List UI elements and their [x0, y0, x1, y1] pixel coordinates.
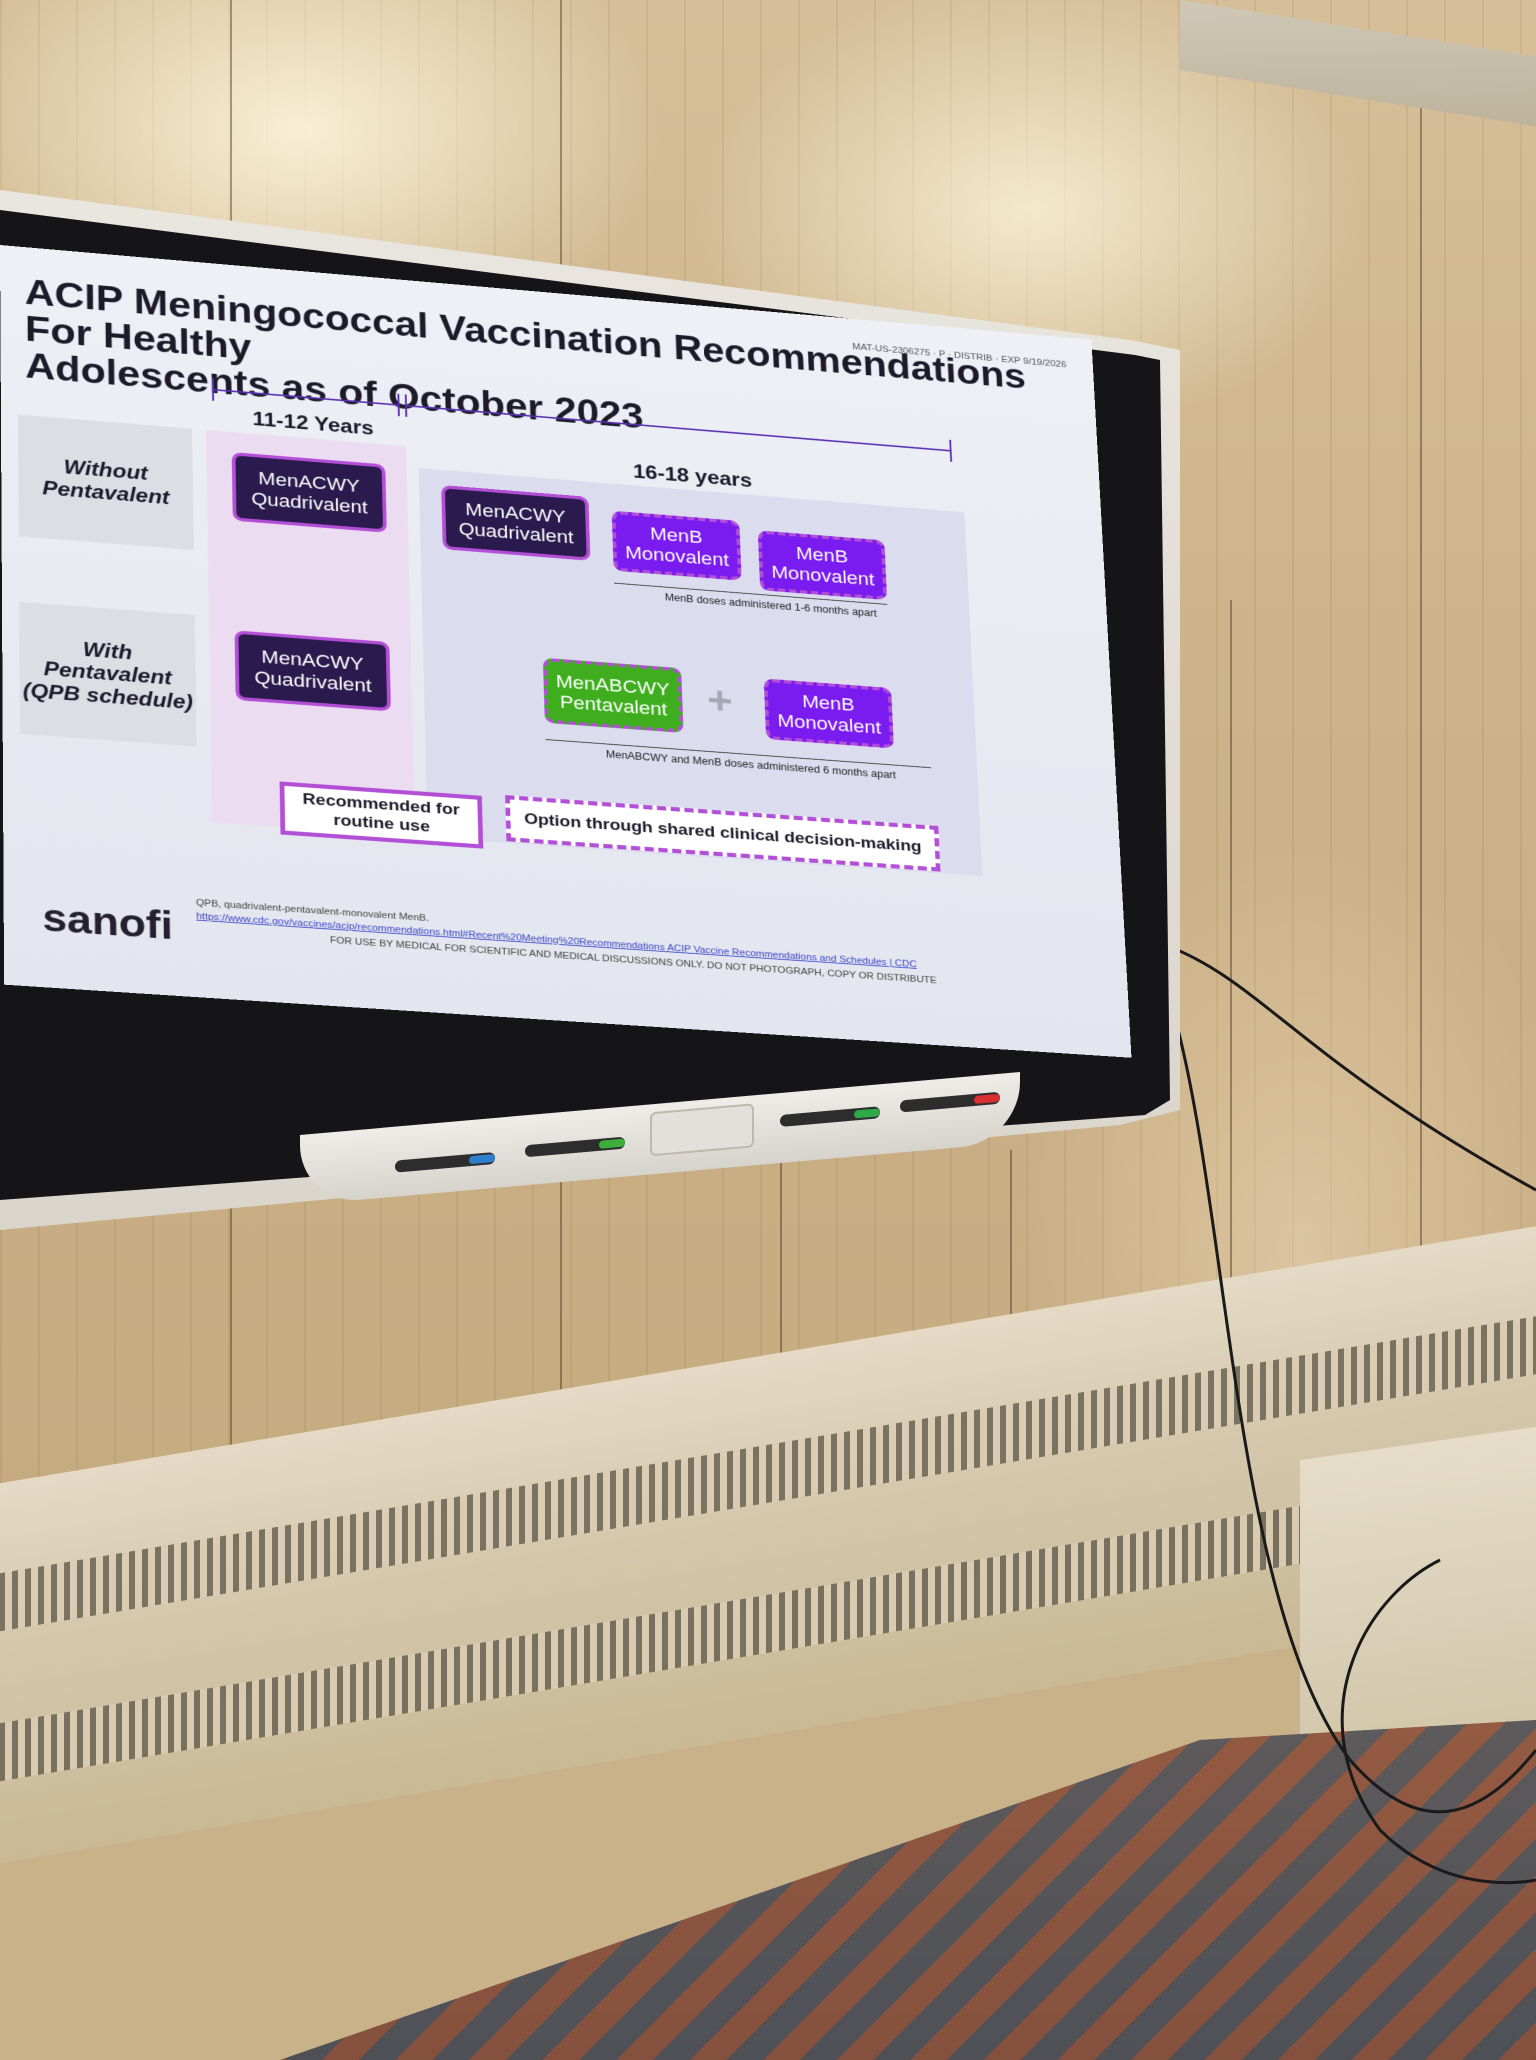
marker-pen[interactable]: [525, 1136, 625, 1158]
vaccine-type: Monovalent: [776, 709, 882, 738]
plus-icon: +: [706, 678, 734, 724]
vaccine-menacwy-qpb: MenACWY Quadrivalent: [234, 630, 391, 712]
source-link[interactable]: https://www.cdc.gov/vaccines/acip/recomm…: [196, 911, 918, 970]
vaccine-type: Monovalent: [624, 541, 730, 570]
marker-pen[interactable]: [900, 1091, 1000, 1113]
wall-groove: [1230, 600, 1232, 1450]
vaccine-menabcwy-pentavalent: MenABCWY Pentavalent: [542, 657, 684, 733]
wall-groove: [780, 1150, 782, 1530]
vaccine-menb-qpb: MenB Monovalent: [763, 678, 894, 749]
wall-groove: [1420, 80, 1422, 1420]
sanofi-logo: sanofi: [42, 894, 174, 948]
row-label-without-pentavalent: Without Pentavalent: [17, 414, 194, 550]
smart-board-display: MAT-US-2306275 · P · DISTRIB · EXP 9/19/…: [0, 0, 1240, 1270]
vaccine-menacwy-late: MenACWY Quadrivalent: [441, 484, 591, 561]
marker-pen[interactable]: [780, 1106, 880, 1128]
eraser-icon[interactable]: [650, 1103, 754, 1157]
presentation-slide: MAT-US-2306275 · P · DISTRIB · EXP 9/19/…: [0, 245, 1132, 1058]
marker-pen[interactable]: [395, 1151, 495, 1173]
row-label-line: With: [82, 638, 133, 665]
vaccine-type: Monovalent: [770, 561, 875, 590]
vaccine-menb-dose-2: MenB Monovalent: [757, 530, 888, 601]
row-label-with-pentavalent: With Pentavalent (QPB schedule): [19, 601, 197, 747]
vaccine-menb-dose-1: MenB Monovalent: [611, 510, 742, 581]
vaccine-menacwy-early: MenACWY Quadrivalent: [231, 452, 387, 533]
row-label-line: Pentavalent: [42, 477, 170, 510]
